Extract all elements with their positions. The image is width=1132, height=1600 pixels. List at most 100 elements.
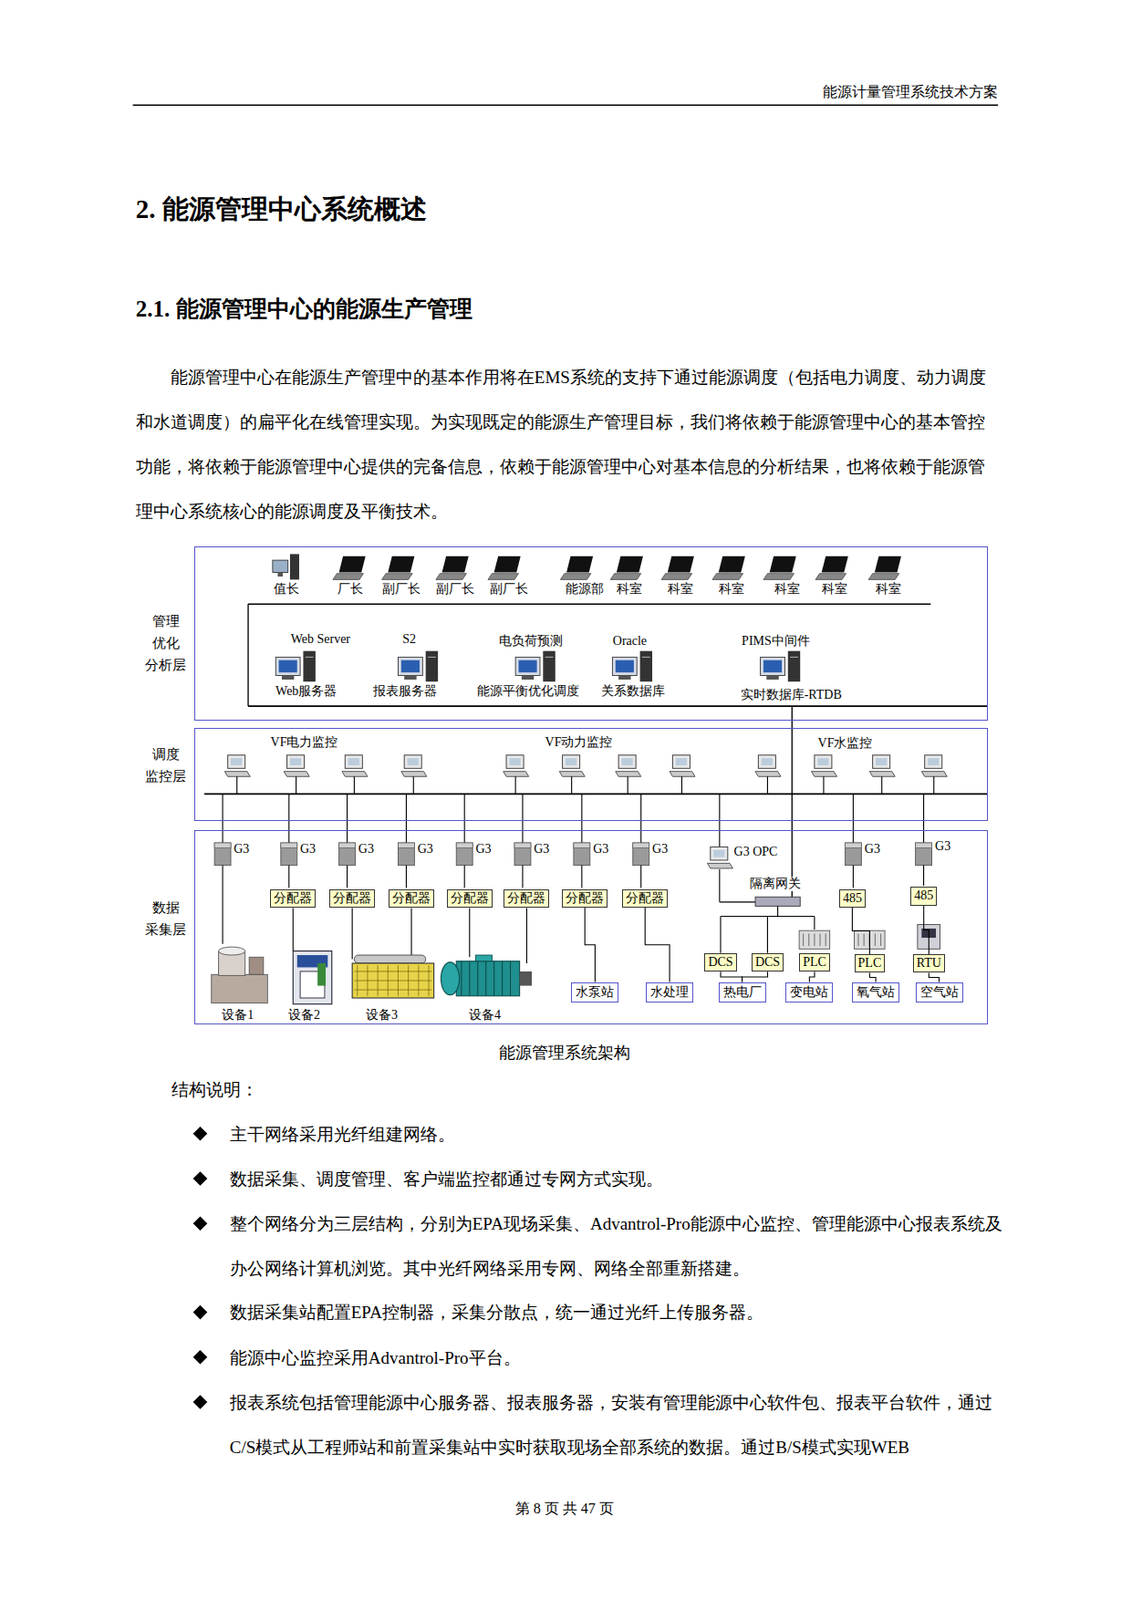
monitor [612,656,637,676]
client-label: 科室 [774,581,800,598]
box-text: 热电厂 [723,984,762,1001]
layer-label: 管理 优化 分析层 [144,610,188,676]
keyboard [401,771,427,778]
layer-label: 调度 监控层 [144,743,188,788]
box-text: 分配器 [507,890,546,907]
layer-band: 调度 监控层 [194,727,989,821]
rib [468,961,470,997]
screen [279,660,298,673]
monitor [275,656,301,676]
collector-label: G3 [592,841,609,858]
collector-icon [844,842,862,866]
drive-slot [305,656,314,658]
screen [761,758,773,766]
running-header: 能源计量管理系统技术方案 [822,83,998,101]
workstation-icon [811,755,838,777]
box-text: 分配器 [392,890,431,907]
bullet-diamond [193,1305,208,1320]
wire [405,793,407,843]
monitor [228,755,246,769]
rib [501,961,503,997]
bullet-diamond [193,1171,208,1186]
screen [615,660,634,673]
wire [718,869,720,903]
server-label: 实时数据库-RTDB [740,687,842,704]
connector-wire [928,972,939,982]
wire [352,908,354,960]
screen [927,758,939,766]
workstation-icon [615,755,642,777]
laptop-screen [667,556,695,573]
laptop-base [560,573,592,581]
screen [508,758,520,766]
equipment-label: 设备2 [288,1007,321,1024]
monitor [404,755,422,769]
box-text: 氧气站 [856,984,895,1001]
drive-slot [427,656,437,658]
server-icon [612,651,653,683]
monitor [397,656,423,676]
wire [288,793,290,843]
laptop-base [763,573,795,581]
monitor [515,656,541,676]
slot [819,934,821,946]
bullet-text: 报表系统包括管理能源中心服务器、报表服务器，安装有管理能源中心软件包、报表平台软… [229,1380,1011,1470]
station-box: 热电厂 [718,982,767,1003]
wire [767,916,769,954]
wire [813,916,815,931]
wire [767,776,769,794]
grille-line [353,989,432,991]
client-label: 值长 [273,581,300,598]
server-icon [760,651,801,683]
wire [571,776,572,794]
rs485-box: 485 [910,886,937,905]
drive-slot [789,656,799,658]
stand [766,675,779,680]
equipment-1-drawing [211,946,269,1004]
slot [863,934,865,946]
module-body [456,842,473,866]
backbone-link [791,706,793,898]
tower [788,651,800,683]
laptop-screen [821,556,849,573]
equipment-label: 设备3 [365,1007,398,1024]
monitor [924,755,943,769]
client-label: 副厂长 [382,581,421,598]
connector-wire [924,905,930,956]
keyboard [615,771,642,778]
grille-line [353,970,432,972]
distributor-box: 分配器 [503,889,550,908]
screen [763,660,782,673]
drive-slot [642,656,651,658]
monitor [618,755,636,769]
box-text: 分配器 [332,890,372,907]
tower [302,651,315,683]
laptop-screen [339,556,366,573]
equipment-4-drawing [440,955,532,997]
workstation-icon [224,755,250,777]
wire [933,776,935,794]
laptop-icon [712,556,746,581]
monitor [710,846,728,861]
distributor-box: 分配器 [329,889,375,908]
rib [509,961,511,997]
bullet-text: 主干网络采用光纤组建网络。 [229,1111,1011,1157]
bullet-text: 能源中心监控采用Advantrol-Pro平台。 [229,1335,1011,1381]
connector-wire [644,907,670,983]
collector-label: G3 [934,839,951,855]
controller-box: PLC [799,953,831,972]
wire [521,865,523,889]
bullet-text: 整个网络分为三层结构，分别为EPA现场采集、Advantrol-Pro能源中心监… [229,1201,1011,1291]
module-top [573,842,591,849]
keyboard [921,771,947,778]
workstation-icon [869,755,895,777]
wire [405,865,407,889]
client-label: 厂长 [337,581,364,598]
screen [817,758,829,766]
gateway-label: 隔离网关 [749,876,801,893]
box-text: 分配器 [450,890,489,907]
tower [425,651,438,683]
laptop-screen [566,556,593,573]
collector-icon [280,842,298,866]
